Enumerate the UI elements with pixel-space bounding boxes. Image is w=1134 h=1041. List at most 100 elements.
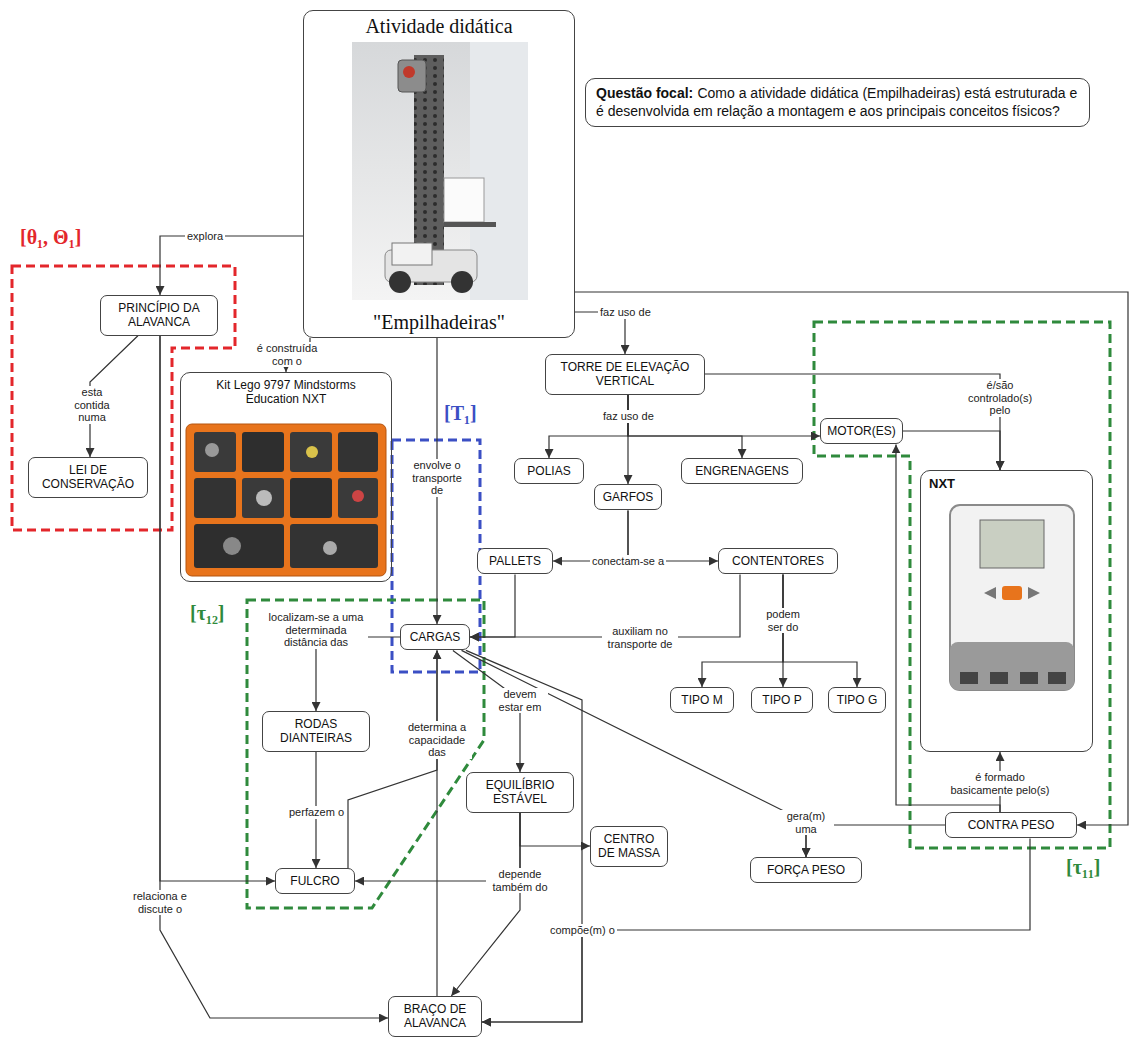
node-text: PALLETS [484, 554, 546, 568]
concept-box: TIPO G [828, 687, 886, 713]
button [984, 587, 996, 599]
concept-box: LEI DE CONSERVAÇÃO [28, 457, 148, 498]
brick-rail [950, 642, 1074, 690]
part [256, 490, 272, 506]
connector-arrow [466, 650, 582, 1022]
node-subtext: "Empilhadeiras" [308, 310, 570, 334]
compartment [242, 478, 284, 518]
link-phrase: determina a capacidade das [402, 721, 472, 759]
concept-box: GARFOS [594, 484, 662, 510]
link-phrase: localizam-se a uma determinada distância… [264, 611, 368, 649]
node-text: GARFOS [601, 490, 655, 504]
link-phrase: perfazem o [287, 806, 346, 819]
nxt-brick-photo [950, 505, 1074, 690]
node-text: PRINCÍPIO DA ALAVANCA [107, 301, 211, 330]
connector-arrow [628, 510, 718, 561]
node-text: Questão focal: [596, 85, 693, 101]
compartment [194, 524, 284, 568]
connector-arrow [903, 431, 1000, 470]
node-text: BRAÇO DE ALAVANCA [395, 1002, 475, 1031]
port [990, 672, 1008, 684]
link-phrase: é construída com o [249, 342, 325, 367]
photo-ground [352, 42, 528, 300]
node-text: FULCRO [282, 874, 348, 888]
wheel [389, 271, 411, 293]
connector-arrow [470, 574, 515, 637]
node-text: CONTRA PESO [952, 818, 1070, 832]
concept-box: CONTRA PESO [945, 812, 1077, 838]
photo-wall [470, 42, 528, 300]
link-phrase: podem ser do [758, 608, 808, 633]
focus-question-box: Questão focal:Como a atividade didática … [585, 78, 1090, 127]
part [323, 541, 337, 555]
button [1002, 586, 1022, 600]
compartment [290, 432, 332, 472]
node-text: RODAS DIANTEIRAS [269, 717, 363, 746]
dashed-region [814, 322, 1110, 848]
compartment [290, 524, 378, 568]
connector-arrow [549, 395, 628, 458]
port [960, 672, 978, 684]
connector-arrow [896, 444, 1000, 812]
port [1020, 672, 1038, 684]
node-text: LEI DE CONSERVAÇÃO [35, 463, 141, 492]
concept-box: POLIAS [514, 458, 584, 484]
node-text: CENTRO DE MASSA [597, 832, 661, 861]
node-text: CARGAS [407, 630, 463, 644]
concept-box: CARGAS [400, 624, 470, 650]
button [1028, 587, 1040, 599]
concept-box: EQUILÍBRIO ESTÁVEL [466, 772, 574, 813]
brick-body [950, 505, 1074, 690]
node-text: TIPO P [758, 693, 806, 707]
node-text: TORRE DE ELEVAÇÃO VERTICAL [552, 360, 698, 389]
node-text: Atividade didática [308, 14, 570, 38]
compartment [194, 432, 236, 472]
connector-arrow [553, 510, 628, 561]
motor-hub [403, 66, 415, 78]
port [1048, 672, 1066, 684]
concept-box: FORÇA PESO [750, 857, 862, 883]
concept-box: PALLETS [477, 548, 553, 574]
dashed-region [12, 266, 235, 530]
compartment [338, 478, 378, 518]
node-text: MOTOR(ES) [827, 424, 896, 438]
link-phrase: esta contida numa [65, 386, 119, 424]
wheel [451, 271, 473, 293]
concept-box: RODAS DIANTEIRAS [262, 711, 370, 752]
concept-box: ENGRENAGENS [681, 458, 803, 484]
node-text: TIPO G [835, 693, 879, 707]
node-text: ENGRENAGENS [688, 464, 796, 478]
node-text: EQUILÍBRIO ESTÁVEL [473, 778, 567, 807]
concept-box: PRINCÍPIO DA ALAVANCA [100, 295, 218, 336]
concept-box: TIPO M [670, 687, 734, 713]
connector-arrow [705, 374, 1000, 470]
node-text: POLIAS [521, 464, 577, 478]
fork-carriage [444, 178, 484, 222]
connector-arrow [628, 395, 742, 458]
connector-arrow [520, 813, 590, 846]
node-text: CONTENTORES [725, 554, 831, 568]
node-text: TIPO M [677, 693, 727, 707]
motor [398, 60, 426, 92]
link-phrase: faz uso de [601, 410, 656, 423]
connector-arrow [451, 813, 520, 996]
part [223, 537, 241, 555]
nxt-box: NXT [920, 470, 1093, 752]
part [352, 490, 364, 502]
region-tag: [τ₁₁] [1066, 856, 1101, 879]
connector-arrow [482, 838, 1030, 1022]
dashed-region [247, 600, 484, 908]
kit-box: Kit Lego 9797 Mindstorms Education NXT [180, 372, 392, 582]
part [306, 446, 318, 458]
link-phrase: é formado basicamente pelo(s) [945, 771, 1055, 796]
concept-box: CONTENTORES [718, 548, 838, 574]
concept-box: CENTRO DE MASSA [590, 826, 668, 867]
dashed-region [392, 440, 480, 672]
brick [392, 243, 432, 265]
connector-arrow [160, 336, 275, 881]
region-tag: [T₁] [444, 402, 477, 425]
tray [186, 424, 386, 576]
